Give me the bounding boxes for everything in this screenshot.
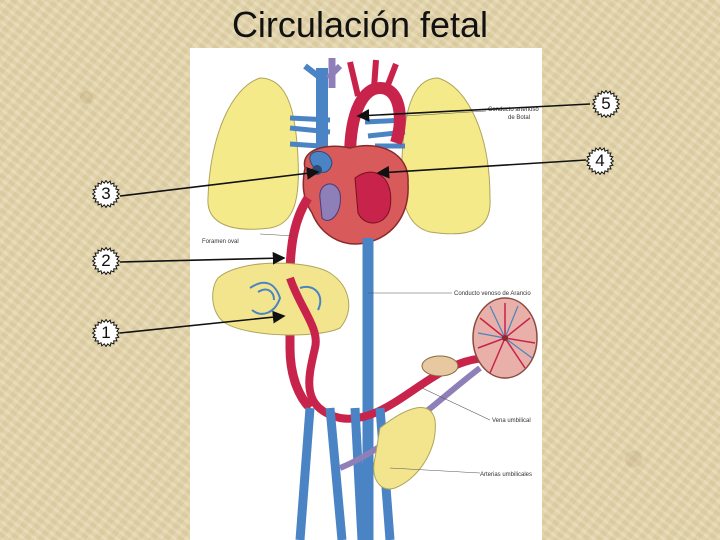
badge-3-number: 3 bbox=[101, 184, 111, 203]
label-umbilical-vein: Vena umbilical bbox=[492, 418, 531, 424]
badge-4-number: 4 bbox=[595, 151, 605, 170]
right-lung bbox=[401, 77, 491, 235]
badge-1-number: 1 bbox=[101, 323, 111, 342]
label-foramen-ovale: Foramen oval bbox=[202, 239, 239, 245]
badge-4: 4 bbox=[586, 147, 614, 175]
fetal-circulation-diagram: Conducto arterioso de Botal Foramen oval… bbox=[190, 48, 542, 540]
bladder bbox=[373, 407, 436, 490]
liver-vessels bbox=[249, 281, 322, 315]
badge-2-number: 2 bbox=[101, 251, 111, 270]
badge-1: 1 bbox=[92, 319, 120, 347]
left-lung bbox=[207, 77, 299, 230]
placenta bbox=[472, 297, 538, 379]
label-ductus-venosus: Conducto venoso de Arancio bbox=[454, 291, 531, 297]
umbilical-cord bbox=[421, 355, 459, 377]
label-umbilical-arteries: Arterias umbilicales bbox=[480, 472, 532, 478]
label-ductus-arteriosus-line2: de Botal bbox=[508, 115, 530, 121]
badge-2: 2 bbox=[92, 247, 120, 275]
label-ductus-arteriosus-line1: Conducto arterioso bbox=[488, 107, 539, 113]
badge-5-number: 5 bbox=[601, 94, 611, 113]
badge-5: 5 bbox=[592, 90, 620, 118]
aortic-arch bbox=[344, 81, 406, 159]
badge-3: 3 bbox=[92, 180, 120, 208]
slide-title: Circulación fetal bbox=[231, 4, 489, 45]
heart bbox=[302, 144, 409, 245]
